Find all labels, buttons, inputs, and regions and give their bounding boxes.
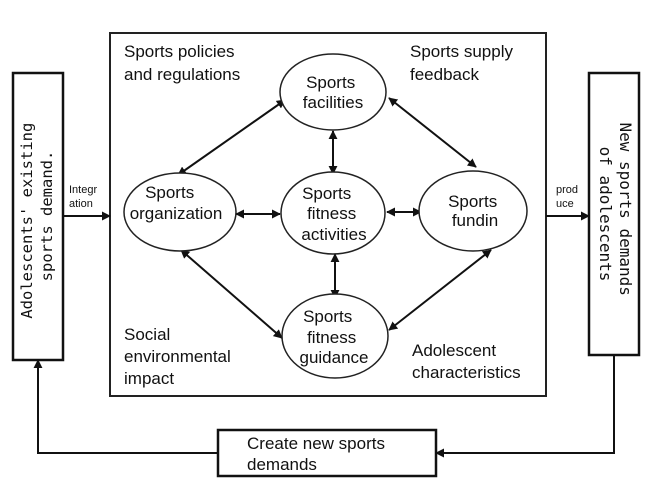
node-activities: Sports fitness activities (280, 171, 386, 255)
corner-bottom-left: Social environmental impact (124, 325, 236, 388)
arrow-facilities-funding (388, 97, 477, 168)
right-box (587, 71, 641, 357)
svg-text:Sports organization: Sports organization (130, 183, 223, 223)
corner-bottom-right: Adolescent characteristics (412, 341, 521, 382)
arrow-facilities-organization (177, 99, 286, 176)
svg-text:Sports fundin: Sports fundin (448, 192, 502, 230)
feedback-arrow-left (33, 359, 218, 454)
right-box-text: New sports demands of adolescents (596, 122, 635, 305)
node-facilities: Sports facilities (279, 53, 387, 131)
node-funding: Sports fundin (418, 170, 528, 252)
node-organization: Sports organization (123, 172, 237, 252)
node-guidance: Sports fitness guidance (281, 293, 389, 379)
corner-top-left: Sports policies and regulations (124, 42, 240, 84)
svg-text:Sports fitness gui: Sports fitness guidance (299, 307, 368, 367)
corner-top-right: Sports supply feedback (410, 42, 518, 84)
left-box-text: Adolescents' existing sports demand. (18, 113, 56, 318)
arrow-funding-guidance (388, 249, 492, 331)
feedback-arrow-right (435, 355, 615, 458)
integration-label: Integr ation (69, 184, 100, 210)
produce-label: prod uce (556, 184, 581, 210)
arrow-organization-guidance (180, 249, 283, 339)
bottom-box-text: Create new sports demands (247, 434, 390, 474)
svg-text:Sports facilities: Sports facilities (303, 73, 363, 112)
svg-text:Sports fitness act: Sports fitness activities (301, 184, 366, 244)
